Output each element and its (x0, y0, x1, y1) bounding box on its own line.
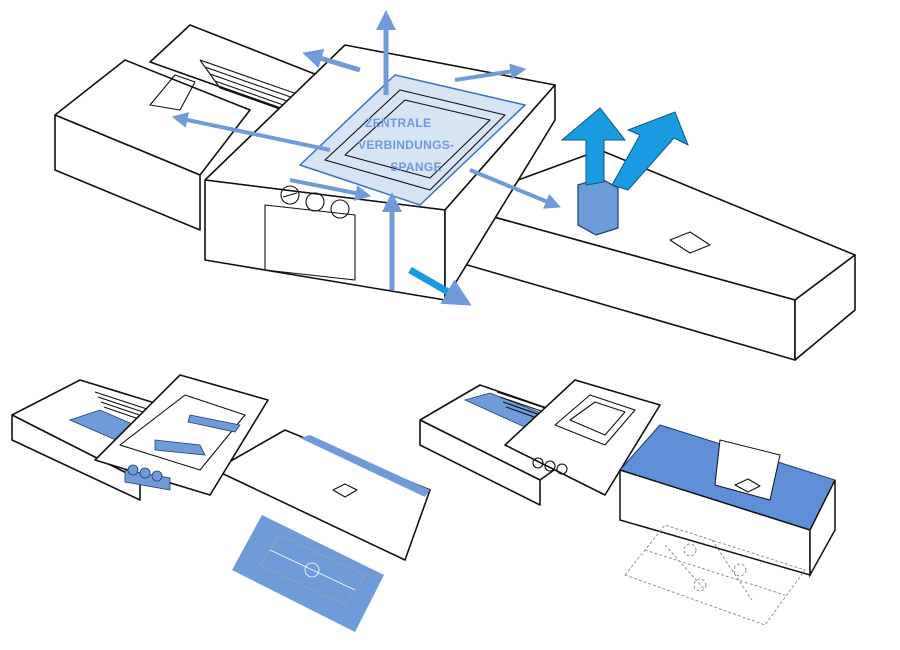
inner-courtyard (298, 74, 527, 206)
arrow-south (408, 266, 472, 306)
front-opening (264, 204, 356, 281)
core-arrow-up-right (611, 111, 689, 191)
west-wing-block (54, 59, 251, 231)
west-wing-notch (149, 74, 196, 111)
core-arrow-up-left (560, 107, 627, 186)
circulation-arrows (171, 10, 561, 306)
arrow-east (469, 168, 561, 209)
vertical-core (560, 107, 689, 236)
central-label: ZENTRALE VERBINDUNGS- SPANGE (358, 116, 458, 174)
main-axonometric-view: ZENTRALE VERBINDUNGS- SPANGE (54, 10, 856, 361)
variant-sports-field-view (11, 374, 431, 632)
v1-sports-field (232, 515, 384, 632)
arrow-southwest (289, 178, 372, 201)
roof-skylight (669, 231, 711, 254)
arrow-west (171, 112, 331, 152)
east-wing-block (449, 149, 856, 361)
variant-three-courts-view (419, 379, 836, 626)
v2-court-grid (624, 524, 806, 626)
v2-entrance-circles (532, 457, 568, 475)
arrow-northwest (302, 48, 361, 73)
arrow-north-inner (454, 63, 527, 82)
entrance-circles (280, 185, 350, 219)
v1-skylight (332, 483, 358, 498)
